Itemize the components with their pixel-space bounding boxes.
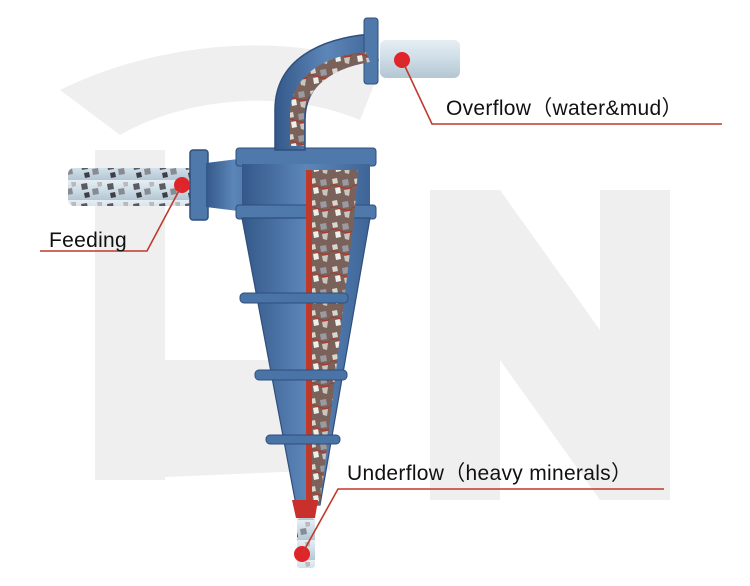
underflow-label: Underflow（heavy minerals） [347,462,633,485]
overflow-label: Overflow（water&mud） [446,97,683,120]
conical-body [239,170,371,568]
overflow-gooseneck [274,17,460,151]
feeding-label: Feeding [49,229,127,252]
feeding-leader-line [40,184,183,252]
overflow-leader-line [401,59,722,125]
underflow-leader-line [301,488,664,555]
